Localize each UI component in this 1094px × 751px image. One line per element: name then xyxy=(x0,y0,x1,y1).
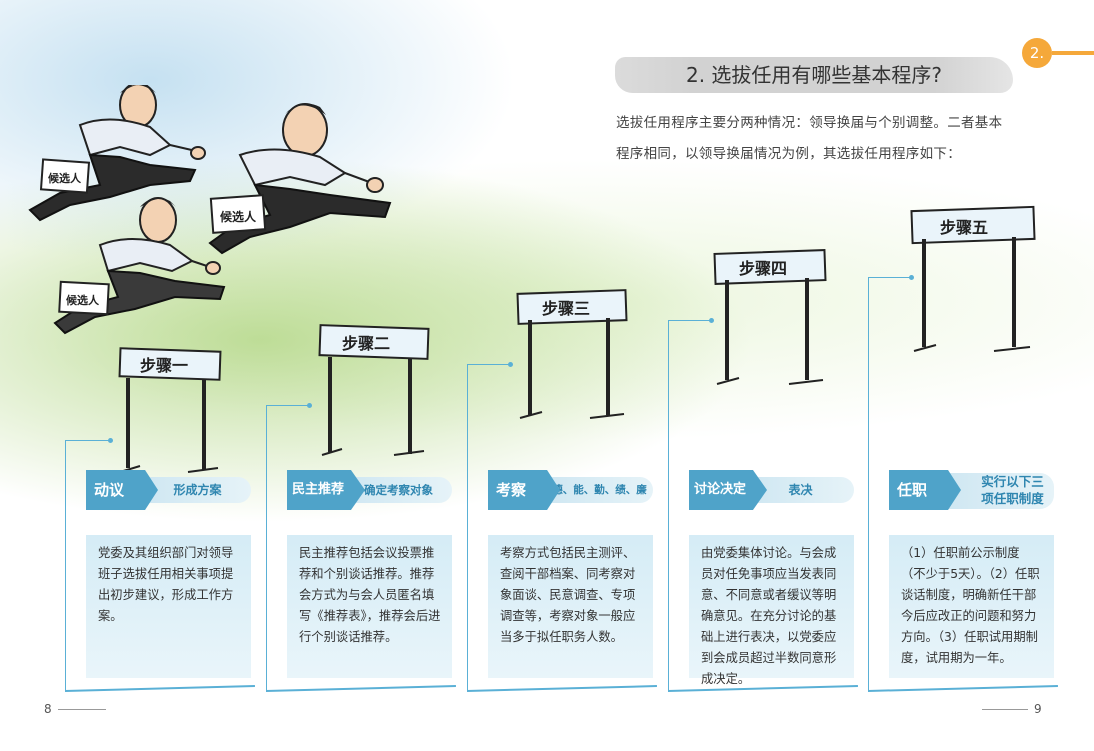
step-2-description: 民主推荐包括会议投票推荐和个别谈话推荐。推荐会方式为与会人员匿名填写《推荐表》，… xyxy=(287,535,452,678)
step-2-bracket-dot xyxy=(307,403,312,408)
chapter-badge: 2. xyxy=(1022,38,1052,68)
section-title-text: 2. 选拔任用有哪些基本程序? xyxy=(685,63,943,87)
hurdle-3-label: 步骤三 xyxy=(542,299,590,318)
runner-3-sign: 候选人 xyxy=(66,293,100,307)
hurdle-step-4: 步骤四 xyxy=(713,249,833,390)
step-5-description: （1）任职前公示制度（不少于5天）。（2）任职谈话制度，明确新任干部今后应改正的… xyxy=(889,535,1054,678)
step-5-stage: 任职 xyxy=(889,470,961,510)
step-4-bracket xyxy=(668,320,713,691)
runner-2-sign: 候选人 xyxy=(220,209,257,224)
step-4-description: 由党委集体讨论。与会成员对任免事项应当发表同意、不同意或者缓议等明确意见。在充分… xyxy=(689,535,854,686)
step-3-bracket-dot xyxy=(508,362,513,367)
step-1-bracket xyxy=(65,440,112,691)
hurdle-2-label: 步骤二 xyxy=(342,334,390,353)
page-line-left xyxy=(58,709,106,710)
step-2-banner: 确定考察对象 民主推荐 xyxy=(287,470,452,510)
hurdle-step-3: 步骤三 xyxy=(516,289,631,425)
step-5-label: 实行以下三项任职制度 xyxy=(947,473,1054,509)
step-1-banner: 形成方案 动议 xyxy=(86,470,251,510)
step-5-bracket xyxy=(868,277,913,691)
step-5-banner: 实行以下三项任职制度 任职 xyxy=(889,470,1054,510)
step-1-bracket-dot xyxy=(108,438,113,443)
section-title: 2. 选拔任用有哪些基本程序? xyxy=(615,55,1015,95)
hurdle-1-label: 步骤一 xyxy=(140,356,188,375)
hurdle-step-2: 步骤二 xyxy=(318,324,433,460)
step-3-label: 德、能、勤、绩、廉 xyxy=(546,477,653,503)
step-3-bracket xyxy=(467,364,512,691)
step-5-bracket-dot xyxy=(909,275,914,280)
page-number-right: 9 xyxy=(1034,702,1042,716)
step-2-stage: 民主推荐 xyxy=(287,470,365,510)
chapter-badge-line xyxy=(1052,51,1094,55)
page-line-right xyxy=(982,709,1028,710)
step-2-bracket xyxy=(266,405,311,691)
step-4-banner: 表决 讨论决定 xyxy=(689,470,854,510)
step-3-description: 考察方式包括民主测评、查阅干部档案、同考察对象面谈、民意调查、专项调查等，考察对… xyxy=(488,535,653,678)
runner-1: 候选人 xyxy=(28,85,206,222)
intro-paragraph: 选拔任用程序主要分两种情况：领导换届与个别调整。二者基本程序相同，以领导换届情况… xyxy=(616,115,1003,162)
step-3-stage: 考察 xyxy=(488,470,560,510)
step-4-stage: 讨论决定 xyxy=(689,470,767,510)
hurdle-4-label: 步骤四 xyxy=(739,259,787,278)
step-4-bracket-dot xyxy=(709,318,714,323)
runner-1-sign: 候选人 xyxy=(48,171,82,185)
page-number-left: 8 xyxy=(44,702,52,716)
step-3-banner: 德、能、勤、绩、廉 考察 xyxy=(488,470,653,510)
hurdle-step-5: 步骤五 xyxy=(910,205,1040,357)
runner-3: 候选人 xyxy=(53,197,226,335)
step-1-stage: 动议 xyxy=(86,470,158,510)
title-brush-stroke xyxy=(615,57,1013,93)
runner-2: 候选人 xyxy=(208,103,392,255)
hurdle-5-label: 步骤五 xyxy=(940,218,988,237)
step-1-label: 形成方案 xyxy=(144,477,251,503)
runners-illustration: 候选人 候选人 候选人 xyxy=(28,85,392,335)
step-1-description: 党委及其组织部门对领导班子选拔任用相关事项提出初步建议，形成工作方案。 xyxy=(86,535,251,678)
hurdle-step-1: 步骤一 xyxy=(118,347,228,478)
